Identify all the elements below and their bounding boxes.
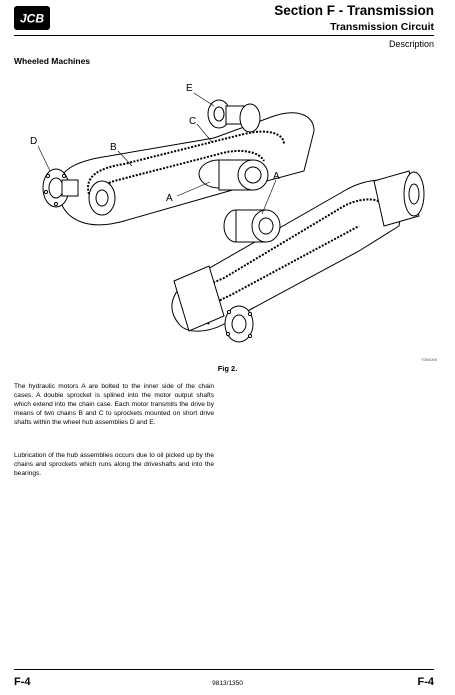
transmission-diagram: E C D B A A [30,83,425,343]
figure-label-a-left: A [166,193,173,204]
svg-text:JCB: JCB [20,12,44,26]
paragraph-motors: The hydraulic motors A are bolted to the… [14,383,214,427]
hub-d [42,168,79,208]
jcb-logo: JCB [14,6,50,30]
chain-b [87,130,285,195]
document-number: 9813/1350 [212,680,243,687]
hub-e [207,99,261,133]
paragraph-lubrication: Lubrication of the hub assemblies occurs… [14,452,214,478]
section-subtitle: Transmission Circuit [330,21,434,33]
hub-right [373,170,425,227]
page-label: Description [388,39,434,49]
figure-label-c: C [189,116,196,127]
figure-label-d: D [30,136,37,147]
figure-label-a-right: A [273,171,280,182]
footer-rule [14,669,434,670]
page-number-left: F-4 [14,676,31,688]
header-rule [14,35,434,36]
figure-label-b: B [110,142,117,153]
hub-bottom [173,265,254,343]
chain-case-upper [57,112,315,226]
figure-label-e: E [186,83,193,94]
motor-upper [198,159,269,191]
motor-lower [223,209,281,243]
figure-code: T054000 [421,357,437,362]
figure-caption: Fig 2. [217,364,238,373]
section-heading: Wheeled Machines [14,56,91,66]
section-title: Section F - Transmission [274,3,434,18]
page-number-right: F-4 [417,676,435,688]
